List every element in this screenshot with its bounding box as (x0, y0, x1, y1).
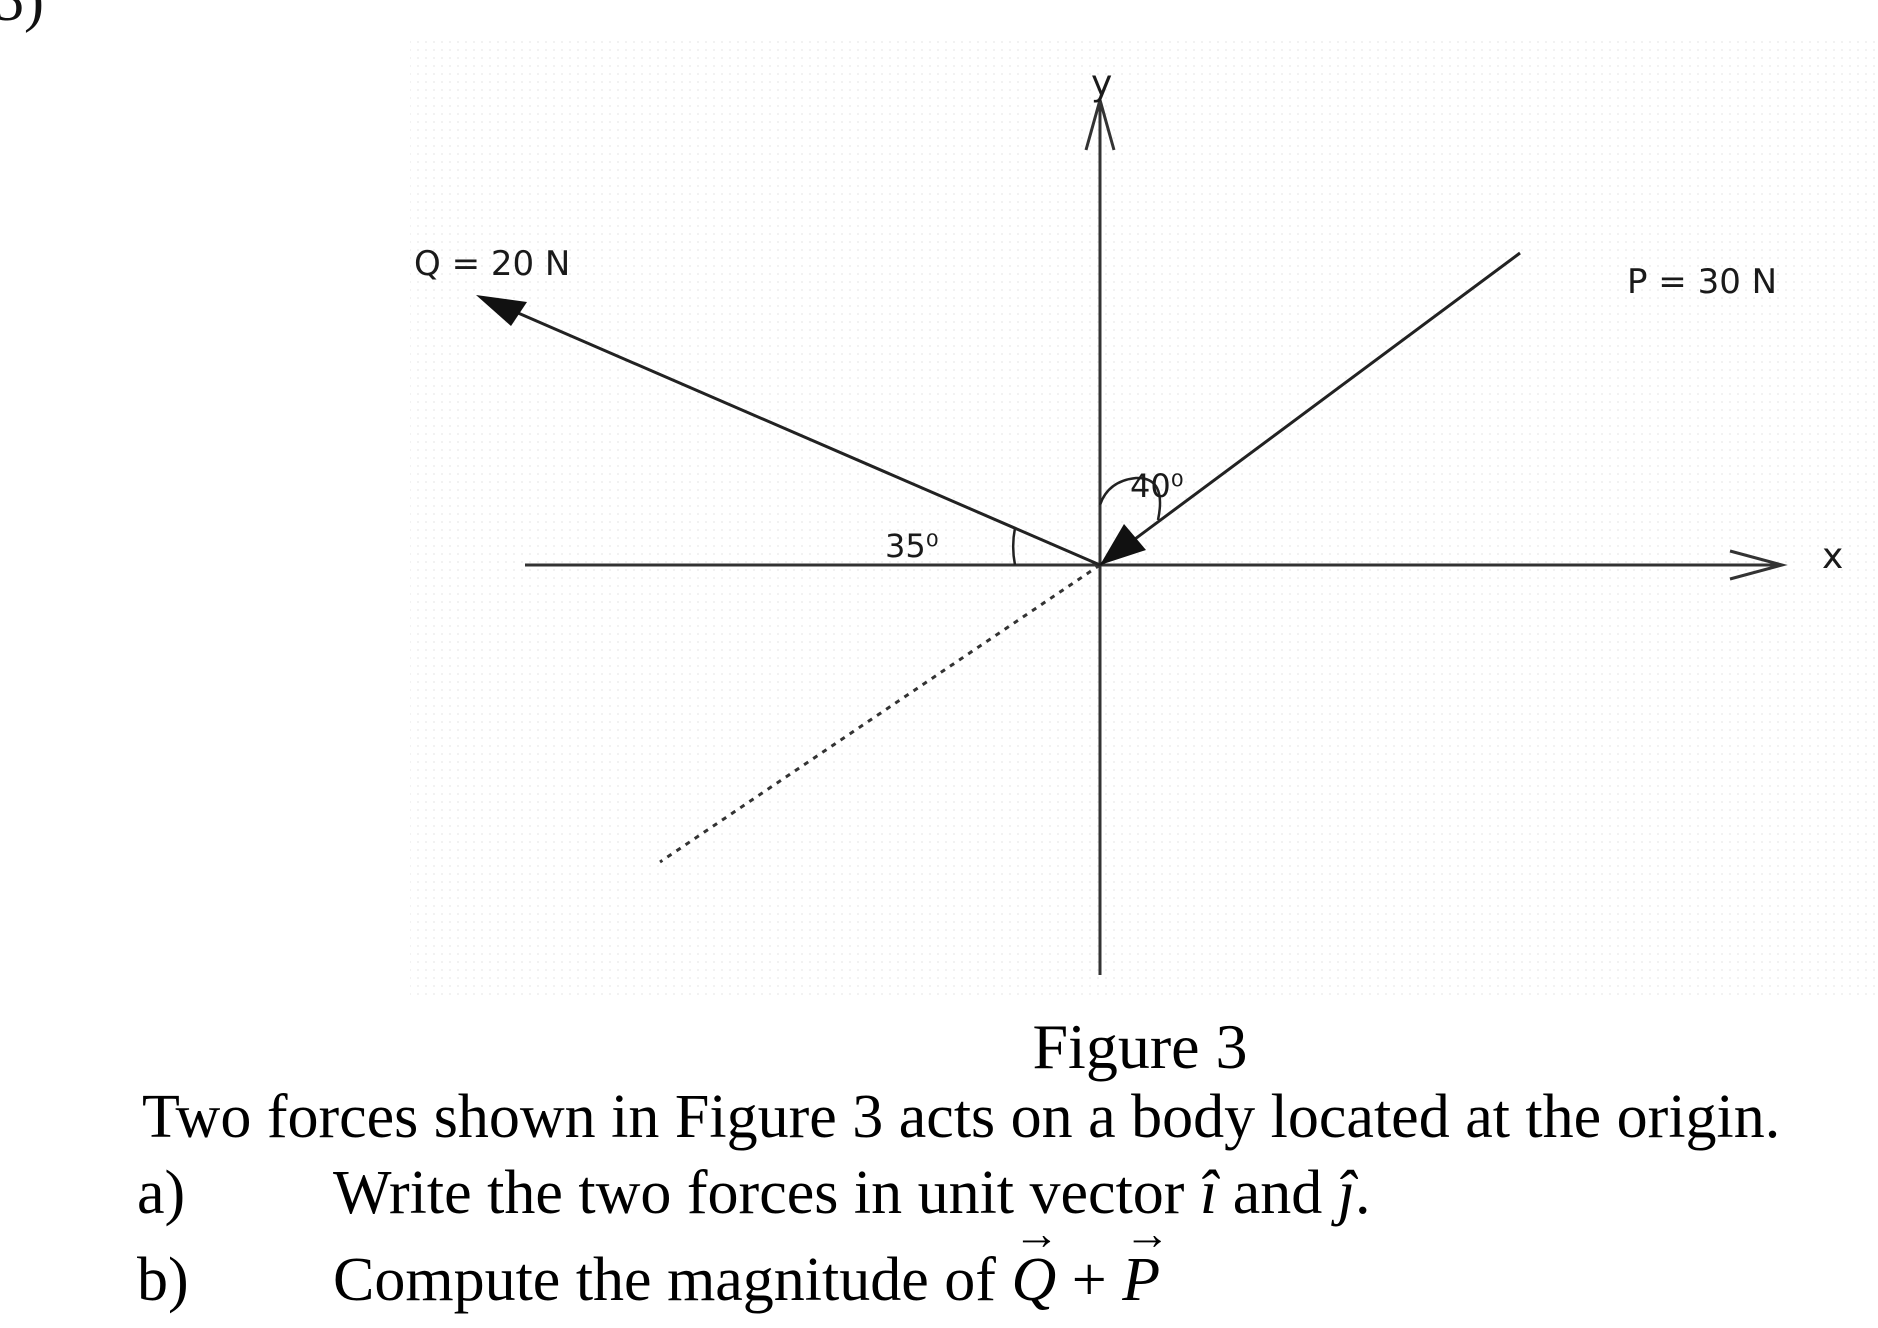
force-q-vector (487, 298, 1101, 567)
angle-arc-35 (1012, 527, 1017, 566)
force-p-label: P = 30 N (1627, 262, 1777, 302)
force-q-label: Q = 20 N (414, 244, 570, 284)
force-p-arrowhead (1100, 524, 1146, 565)
item-b-marker: b) (137, 1246, 189, 1314)
angle-arc-40 (1098, 476, 1162, 521)
angle-label-35: 35⁰ (885, 527, 939, 565)
x-axis-arrowhead (1729, 549, 1788, 581)
x-axis-label: x (1822, 536, 1843, 577)
unit-vector-i: î (1199, 1159, 1218, 1227)
figure-background (410, 40, 1878, 1000)
y-axis-arrowhead (1084, 94, 1116, 151)
vector-p-symbol: P (1122, 1207, 1170, 1316)
force-p-vector (1099, 251, 1521, 567)
angle-label-40: 40⁰ (1130, 467, 1184, 505)
question-number-fragment: 5) (0, 0, 44, 33)
y-axis-label: y (1091, 63, 1112, 104)
item-b-text: Compute the magnitude of Q + P (333, 1207, 1170, 1316)
item-a-marker: a) (137, 1159, 186, 1227)
vector-q-symbol: Q (1011, 1207, 1059, 1316)
p-line-extension (659, 563, 1101, 864)
item-a-text: Write the two forces in unit vector î an… (333, 1159, 1371, 1227)
problem-statement: Two forces shown in Figure 3 acts on a b… (142, 1083, 1781, 1151)
unit-vector-j: ĵ (1337, 1159, 1355, 1227)
figure-caption: Figure 3 (1032, 1011, 1248, 1082)
force-q-arrowhead (476, 295, 527, 326)
